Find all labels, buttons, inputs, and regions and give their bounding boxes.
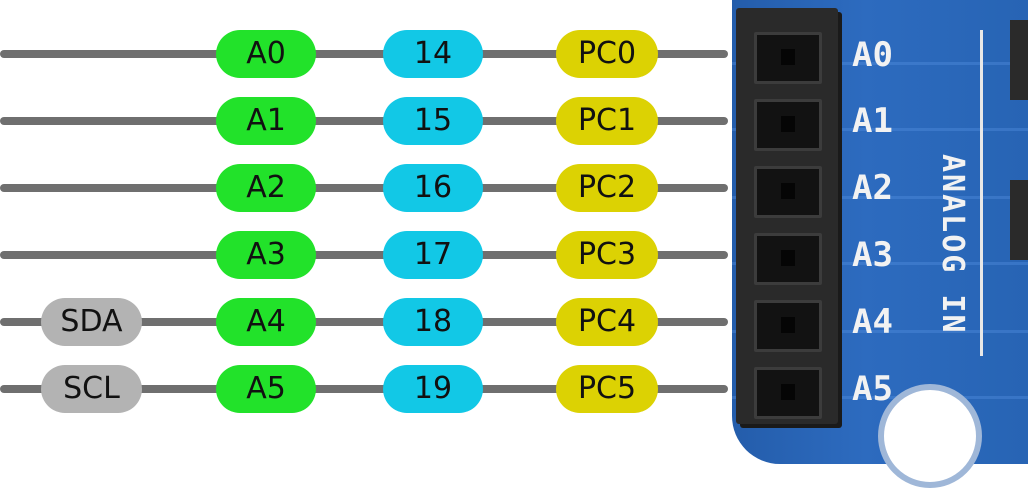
pin-wire <box>0 184 728 192</box>
analog-pin-label: A5 <box>216 365 316 413</box>
analog-pin-label: A3 <box>216 231 316 279</box>
pcb-trace <box>732 330 1028 333</box>
port-pin-label: PC2 <box>556 164 658 212</box>
analog-pin-label: A2 <box>216 164 316 212</box>
header-socket-4 <box>754 300 822 352</box>
analog-pin-label: A0 <box>216 30 316 78</box>
pin-wire <box>0 251 728 259</box>
header-socket-2 <box>754 166 822 218</box>
digital-pin-label: 14 <box>383 30 483 78</box>
analog-in-label: ANALOG IN <box>935 154 970 335</box>
pcb-trace <box>732 196 1028 199</box>
pin-row-2: A2 16 PC2 <box>0 158 1028 218</box>
port-pin-label: PC3 <box>556 231 658 279</box>
port-pin-label: PC0 <box>556 30 658 78</box>
pin-wire <box>0 50 728 58</box>
digital-pin-label: 17 <box>383 231 483 279</box>
pin-wire <box>0 318 728 326</box>
right-header-edge <box>1010 20 1028 100</box>
silkscreen-divider <box>980 30 983 356</box>
pcb-trace <box>732 62 1028 65</box>
header-socket-3 <box>754 233 822 285</box>
analog-pin-label: A4 <box>216 298 316 346</box>
i2c-pin-label: SCL <box>41 365 142 413</box>
header-socket-5 <box>754 367 822 419</box>
pin-wire <box>0 117 728 125</box>
pin-row-0: A0 14 PC0 <box>0 24 1028 84</box>
silkscreen-label-a1: A1 <box>852 101 893 141</box>
pcb-trace <box>732 128 1028 131</box>
pcb-trace <box>732 396 1028 399</box>
pcb-trace <box>732 262 1028 265</box>
pin-row-1: A1 15 PC1 <box>0 91 1028 151</box>
pin-header <box>736 8 838 424</box>
header-socket-0 <box>754 32 822 84</box>
pin-wire <box>0 385 728 393</box>
i2c-pin-label: SDA <box>41 298 142 346</box>
silkscreen-label-a0: A0 <box>852 35 893 75</box>
port-pin-label: PC1 <box>556 97 658 145</box>
pin-row-3: A3 17 PC3 <box>0 225 1028 285</box>
digital-pin-label: 18 <box>383 298 483 346</box>
silkscreen-label-a5: A5 <box>852 369 893 409</box>
analog-pin-label: A1 <box>216 97 316 145</box>
silkscreen-label-a4: A4 <box>852 302 893 342</box>
pin-row-5: SCL A5 19 PC5 <box>0 359 1028 419</box>
port-pin-label: PC4 <box>556 298 658 346</box>
digital-pin-label: 19 <box>383 365 483 413</box>
header-socket-1 <box>754 99 822 151</box>
silkscreen-label-a3: A3 <box>852 235 893 275</box>
pin-row-4: SDA A4 18 PC4 <box>0 292 1028 352</box>
right-header-edge <box>1010 180 1028 260</box>
port-pin-label: PC5 <box>556 365 658 413</box>
digital-pin-label: 15 <box>383 97 483 145</box>
silkscreen-label-a2: A2 <box>852 168 893 208</box>
arduino-board-photo <box>732 0 1028 464</box>
digital-pin-label: 16 <box>383 164 483 212</box>
